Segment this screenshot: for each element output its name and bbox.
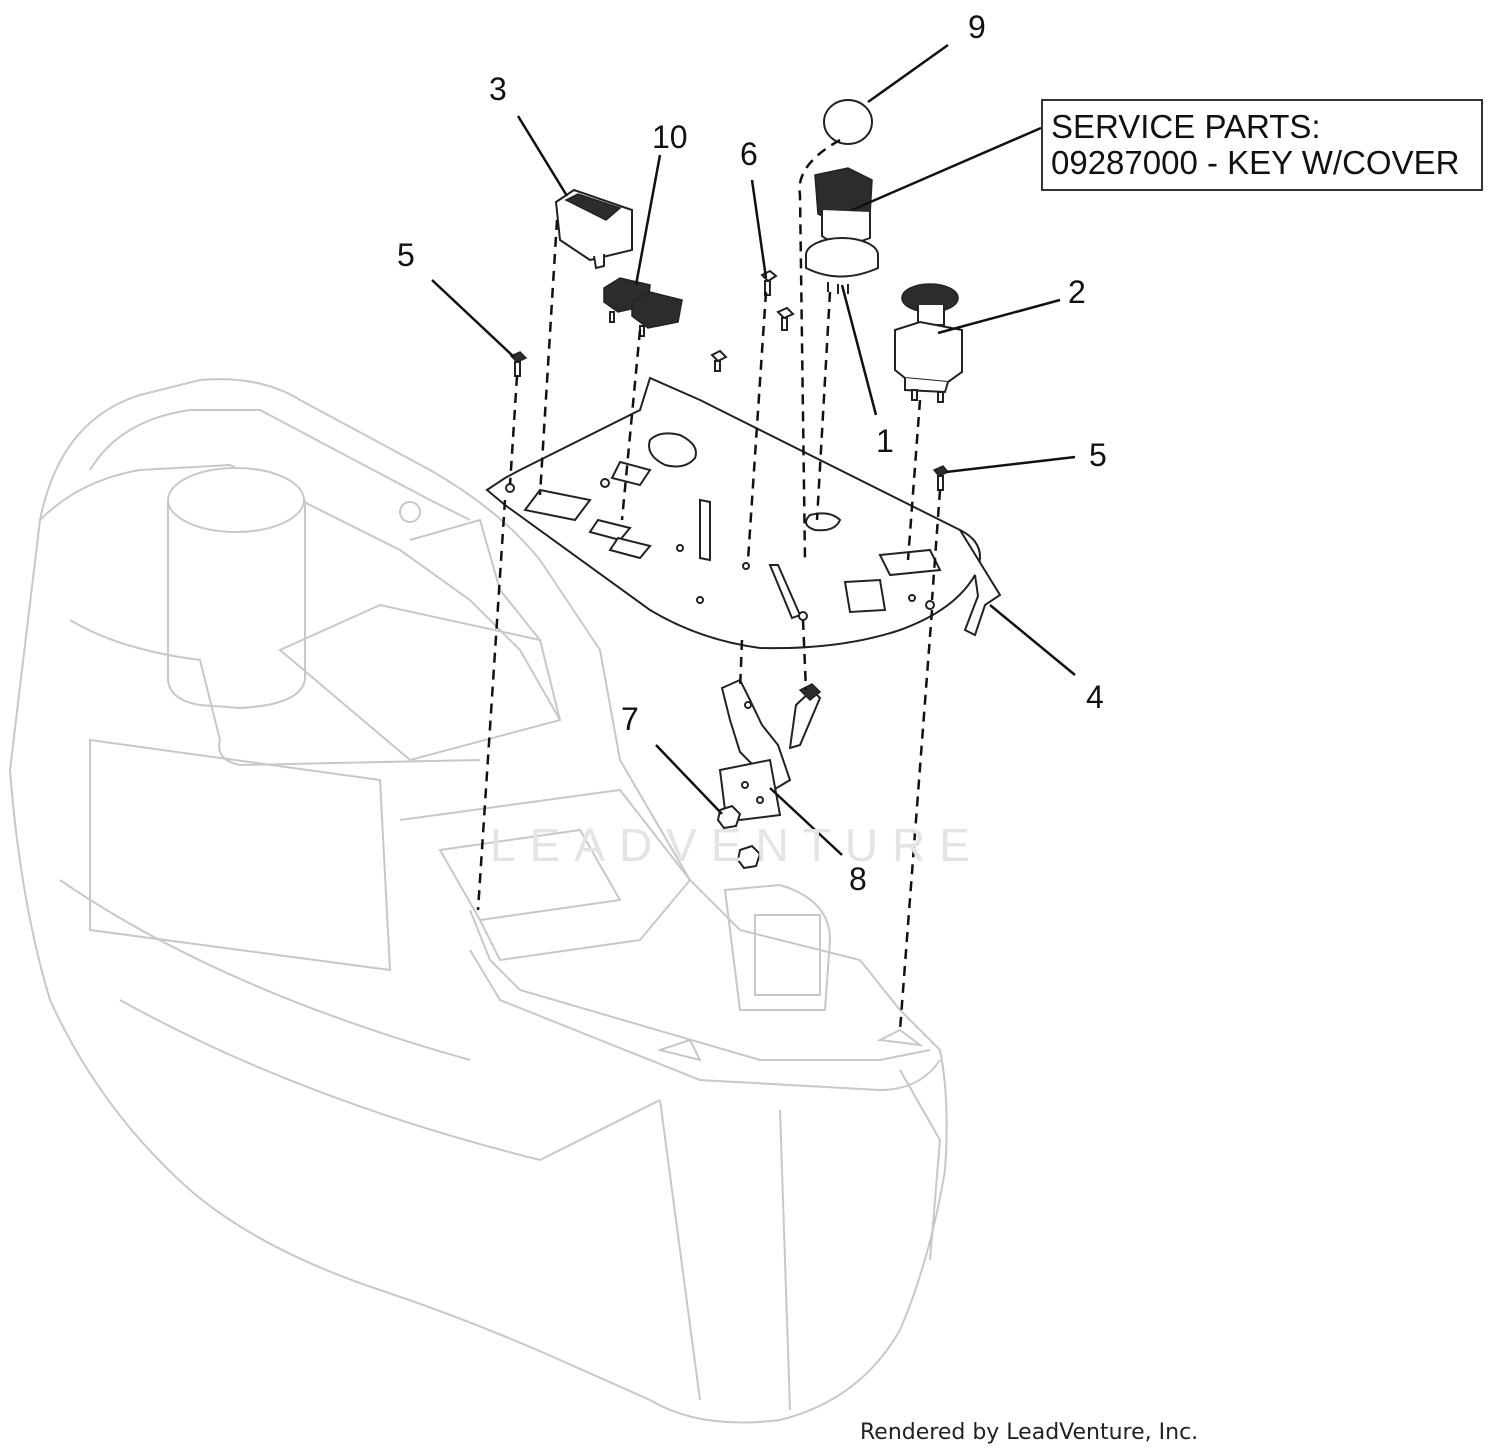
- alignment-lines: [476, 138, 942, 1031]
- service-parts-box: SERVICE PARTS: 09287000 - KEY W/COVER: [1041, 99, 1483, 191]
- bracket-part8: [718, 678, 822, 822]
- service-parts-item: 09287000 - KEY W/COVER: [1051, 144, 1460, 181]
- callout-9: 9: [968, 9, 986, 45]
- ball-knob-part9: [823, 99, 873, 145]
- callout-10: 10: [652, 119, 688, 155]
- nuts-part7: [716, 804, 762, 870]
- callout-numbers: 1 2 3 4 5 5 6 7 8 9 10: [397, 9, 1107, 897]
- screws: [509, 269, 950, 491]
- callout-2: 2: [1068, 274, 1086, 310]
- callout-5-left: 5: [397, 237, 415, 273]
- callout-6: 6: [740, 136, 758, 172]
- callout-4: 4: [1086, 679, 1104, 715]
- callout-1: 1: [876, 423, 894, 459]
- watermark: LEADVENTURE: [490, 819, 984, 871]
- control-panel-plate: [485, 376, 1002, 650]
- pto-switch-part2: [894, 283, 963, 403]
- switch-pair-part10: [603, 277, 683, 337]
- callout-8: 8: [849, 861, 867, 897]
- console-body: [8, 378, 948, 1424]
- ignition-switch-part1: [805, 167, 879, 294]
- render-credit: Rendered by LeadVenture, Inc.: [860, 1420, 1199, 1445]
- leader-lines: [431, 43, 1076, 856]
- rocker-switch-part3: [554, 188, 633, 270]
- callout-7: 7: [621, 701, 639, 737]
- service-parts-title: SERVICE PARTS:: [1051, 108, 1321, 145]
- callout-5-right: 5: [1089, 437, 1107, 473]
- callout-3: 3: [489, 71, 507, 107]
